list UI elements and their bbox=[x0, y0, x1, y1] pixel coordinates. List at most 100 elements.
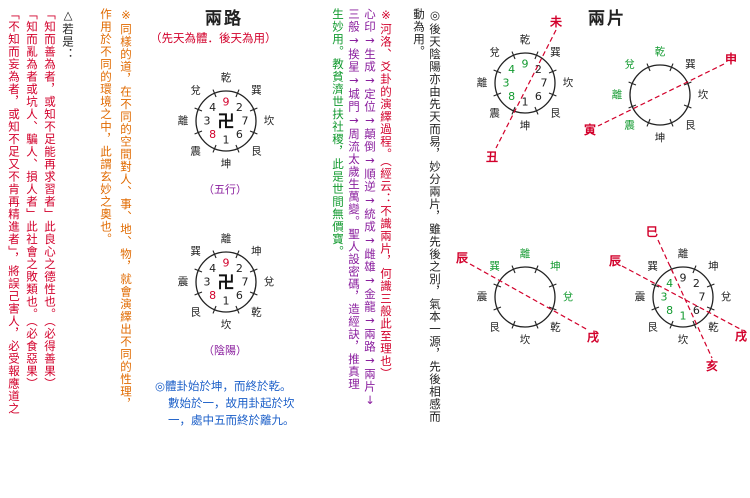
number-upper_right: 2 bbox=[236, 262, 243, 275]
number-lower_right: 6 bbox=[693, 304, 700, 317]
ring-tick bbox=[534, 106, 539, 115]
ring-tick bbox=[235, 144, 240, 153]
number-lower_left: 8 bbox=[209, 289, 216, 302]
ring-tick bbox=[212, 89, 217, 98]
circle-ring bbox=[629, 64, 691, 126]
trigram-label-left: 離 bbox=[477, 76, 488, 89]
trigram-label-lower_right: 艮 bbox=[550, 107, 561, 119]
ring-tick bbox=[628, 104, 637, 109]
divider-line-b bbox=[621, 265, 743, 331]
line-label-c: 辰 bbox=[609, 254, 621, 268]
ring-tick bbox=[249, 268, 258, 273]
number-bottom: 1 bbox=[223, 134, 230, 147]
ring-tick bbox=[235, 250, 240, 259]
trigram-label-lower_right: 艮 bbox=[685, 119, 696, 131]
number-lower_right: 6 bbox=[236, 289, 243, 302]
note-middle-col2: 心印→生成→定位→顛倒→順逆→統成→雌雄→金龍→兩路→兩片↓ bbox=[363, 8, 377, 408]
number-left: 3 bbox=[204, 276, 211, 289]
ring-tick bbox=[646, 118, 651, 127]
number-upper_left: 4 bbox=[508, 63, 515, 76]
number-lower_left: 8 bbox=[209, 128, 216, 141]
ring-tick bbox=[651, 283, 660, 288]
ring-tick bbox=[706, 283, 715, 288]
ring-tick bbox=[249, 107, 258, 112]
trigram-label-top: 離 bbox=[520, 247, 531, 260]
number-upper_right: 2 bbox=[535, 63, 542, 76]
ring-tick bbox=[194, 291, 203, 296]
circle-ring bbox=[494, 266, 556, 328]
number-lower_right: 6 bbox=[236, 128, 243, 141]
number-right: 7 bbox=[242, 276, 249, 289]
ring-tick bbox=[249, 291, 258, 296]
circle-ring bbox=[195, 90, 257, 152]
ring-tick bbox=[548, 306, 557, 311]
divider-line bbox=[495, 29, 557, 149]
center-swastika: 卍 bbox=[218, 112, 235, 132]
trigram-label-top: 離 bbox=[678, 247, 689, 260]
trigram-label-bottom: 坤 bbox=[520, 119, 531, 132]
trigram-label-upper_left: 巽 bbox=[647, 261, 658, 273]
diagram-liangpian-top-right: 乾巽坎艮坤震離兌申寅 bbox=[584, 45, 737, 144]
ring-tick bbox=[511, 320, 516, 329]
number-upper_left: 4 bbox=[666, 277, 673, 290]
trigram-label-upper_right: 坤 bbox=[251, 245, 262, 258]
number-right: 7 bbox=[242, 115, 249, 128]
number-upper_right: 2 bbox=[236, 101, 243, 114]
trigram-label-lower_left: 震 bbox=[624, 119, 635, 131]
trigram-label-right: 兌 bbox=[721, 291, 732, 303]
trigram-label-upper_left: 兌 bbox=[190, 85, 201, 97]
trigram-label-bottom: 坎 bbox=[520, 333, 531, 346]
circle-ring bbox=[652, 266, 714, 328]
number-bottom: 1 bbox=[680, 310, 687, 323]
note-bottom-line1: ◎體卦始於坤，而終於乾。 bbox=[155, 379, 292, 393]
ring-tick bbox=[534, 265, 539, 274]
ring-tick bbox=[548, 283, 557, 288]
trigram-label-top: 乾 bbox=[221, 71, 232, 84]
trigram-label-upper_right: 坤 bbox=[708, 260, 719, 273]
number-lower_left: 8 bbox=[666, 304, 673, 317]
ring-tick bbox=[511, 265, 516, 274]
center-swastika: 卍 bbox=[218, 273, 235, 293]
ring-tick bbox=[628, 81, 637, 86]
ring-tick bbox=[651, 306, 660, 311]
title-right: 兩片 bbox=[588, 9, 626, 29]
ring-tick bbox=[669, 320, 674, 329]
number-upper_left: 4 bbox=[209, 101, 216, 114]
number-upper_left: 4 bbox=[209, 262, 216, 275]
trigram-label-upper_left: 巽 bbox=[190, 246, 201, 258]
note-bottom-line2: 數始於一，故用卦起於坎 bbox=[168, 396, 295, 410]
number-top: 9 bbox=[680, 272, 687, 285]
trigram-label-lower_left: 艮 bbox=[190, 306, 201, 318]
trigram-label-left: 震 bbox=[477, 291, 488, 303]
note-middle-col3: 三般→挨星→城門→周流太歲生萬變。聖人設密碼，造經訣，推真理 bbox=[347, 8, 361, 391]
note-farleft-col1: △若是： bbox=[61, 8, 75, 61]
note-middle-col4: 生妙用。教貧濟世扶社稷，此是世間無價寶。 bbox=[331, 8, 345, 258]
note-right-col2: 動為用。 bbox=[412, 8, 426, 58]
trigram-label-lower_left: 震 bbox=[489, 107, 500, 119]
trigram-label-lower_right: 艮 bbox=[251, 145, 262, 157]
trigram-label-upper_left: 兌 bbox=[624, 59, 635, 71]
ring-tick bbox=[692, 265, 697, 274]
line-label-top: 辰 bbox=[456, 251, 468, 265]
trigram-label-bottom: 坤 bbox=[221, 157, 232, 170]
number-upper_right: 2 bbox=[693, 277, 700, 290]
circle-ring bbox=[494, 52, 556, 114]
trigram-label-bottom: 坎 bbox=[221, 318, 232, 331]
number-right: 7 bbox=[699, 291, 706, 304]
trigram-label-left: 震 bbox=[178, 276, 189, 288]
ring-tick bbox=[194, 130, 203, 135]
ring-tick bbox=[548, 92, 557, 97]
trigram-label-lower_left: 艮 bbox=[647, 321, 658, 333]
line-label-bottom: 寅 bbox=[584, 122, 596, 137]
note-left-col2: 作用於不同的環境之中，此謂玄妙之奧也。 bbox=[99, 8, 113, 246]
trigram-label-lower_left: 震 bbox=[190, 145, 201, 157]
ring-tick bbox=[212, 144, 217, 153]
trigram-label-right: 坎 bbox=[698, 88, 709, 101]
trigram-label-right: 兌 bbox=[563, 291, 574, 303]
ring-tick bbox=[235, 305, 240, 314]
trigram-label-right: 坎 bbox=[264, 114, 275, 127]
number-top: 9 bbox=[223, 257, 230, 270]
